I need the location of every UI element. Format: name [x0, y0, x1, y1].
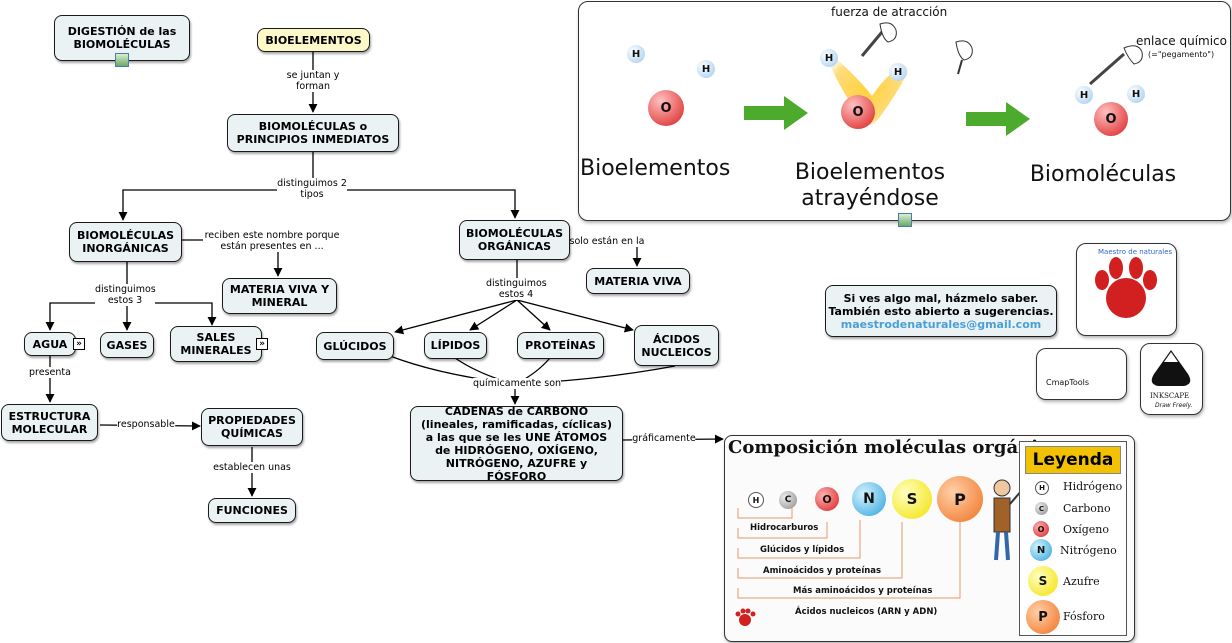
node-materia-viva[interactable]: MATERIA VIVA	[586, 268, 690, 294]
node-glucidos[interactable]: GLÚCIDOS	[316, 332, 394, 360]
link-label-establecen: establecen unas	[213, 462, 291, 473]
hydrogen-atom-icon: H	[1075, 86, 1093, 104]
green-arrow-icon	[966, 102, 1030, 136]
node-estructura[interactable]: ESTRUCTURA MOLECULAR	[1, 404, 98, 441]
node-gases[interactable]: GASES	[100, 332, 154, 358]
bracket-label: Ácidos nucleicos (ARN y ADN)	[795, 607, 938, 617]
legend-label-fosforo: Fósforo	[1063, 610, 1105, 623]
image-attachment-icon[interactable]	[898, 213, 912, 227]
link-label-graficamente: gráficamente	[632, 433, 696, 444]
bracket-label: Más aminoácidos y proteínas	[793, 586, 933, 596]
node-funciones[interactable]: FUNCIONES	[208, 498, 296, 523]
legend-label-hidrogeno: Hidrógeno	[1063, 480, 1123, 493]
hydrogen-atom-icon: H	[889, 63, 907, 81]
node-organicas[interactable]: BIOMOLÉCULAS ORGÁNICAS	[459, 220, 570, 260]
node-lipidos[interactable]: LÍPIDOS	[424, 332, 487, 359]
caption-biomoleculas: Biomoléculas	[1029, 162, 1177, 187]
pegamento-label: (="pegamento")	[1148, 50, 1215, 59]
expand-agua-icon[interactable]: »	[73, 338, 85, 350]
bracket-label: Hidrocarburos	[750, 523, 819, 533]
link-label-reciben: reciben este nombre porque están present…	[203, 230, 341, 252]
image-attachment-icon[interactable]	[115, 53, 129, 67]
enlace-label: enlace químico	[1136, 34, 1227, 48]
paw-print-icon	[1095, 257, 1157, 318]
legend-label-nitrogeno: Nitrógeno	[1060, 544, 1117, 557]
node-cadenas[interactable]: CADENAS de CARBONO (lineales, ramificada…	[410, 405, 623, 483]
bracket-label: Aminoácidos y proteínas	[763, 566, 882, 576]
node-bioelementos[interactable]: BIOELEMENTOS	[257, 28, 370, 52]
legend-label-carbono: Carbono	[1063, 502, 1111, 515]
hydrogen-atom-icon: H	[820, 49, 838, 67]
oxygen-atom-icon: O	[1033, 521, 1049, 537]
paw-print-icon	[735, 608, 756, 626]
phosphorus-atom-icon: P	[937, 476, 983, 522]
hydrogen-atom-icon: H	[697, 60, 715, 78]
caption-bioelementos: Bioelementos	[580, 156, 731, 181]
node-digestion[interactable]: DIGESTIÓN de las BIOMOLÉCULAS	[54, 15, 190, 61]
legend-label-oxigeno: Oxígeno	[1063, 523, 1109, 536]
professor-character-icon	[993, 479, 1023, 561]
cmaptools-logo-text: CmapTools	[1046, 378, 1090, 387]
node-proteinas[interactable]: PROTEÍNAS	[517, 332, 604, 359]
hydrogen-atom-icon: H	[627, 45, 645, 63]
hydrogen-atom-icon: H	[1127, 85, 1145, 103]
link-label-distinguimos-3: distinguimos estos 3	[95, 284, 156, 306]
oxygen-atom-icon: O	[648, 90, 684, 126]
nitrogen-atom-icon: N	[852, 482, 886, 516]
legend-title: Leyenda	[1025, 446, 1121, 474]
sulfur-atom-icon: S	[892, 479, 932, 519]
node-acidos[interactable]: ÁCIDOS NUCLEICOS	[634, 325, 719, 366]
carbon-atom-icon: C	[1035, 502, 1048, 515]
oxygen-atom-icon: O	[841, 95, 875, 129]
oxygen-atom-icon: O	[1094, 102, 1128, 136]
inkscape-icon	[1151, 350, 1191, 386]
node-propiedades[interactable]: PROPIEDADES QUÍMICAS	[201, 408, 303, 446]
link-label-distinguimos-2: distinguimos 2 tipos	[277, 178, 347, 200]
green-arrow-icon	[744, 96, 808, 130]
carbon-atom-icon: C	[779, 491, 797, 509]
inkscape-tagline: Draw Freely.	[1155, 402, 1193, 409]
suggestion-line-1: Si ves algo mal, házmelo saber.	[843, 291, 1039, 305]
link-label-responsable: responsable	[117, 419, 175, 430]
hand-pointer-icon	[1089, 45, 1143, 86]
phosphorus-atom-icon: P	[1026, 600, 1060, 634]
composicion-title: Composición moléculas orgánicas	[728, 437, 1071, 458]
node-sales[interactable]: SALES MINERALES	[170, 326, 262, 362]
oxygen-atom-icon: O	[815, 487, 839, 511]
node-agua[interactable]: AGUA	[24, 332, 76, 356]
node-inorganicas[interactable]: BIOMOLÉCULAS INORGÁNICAS	[69, 222, 182, 262]
cmaptools-logo[interactable]	[1036, 348, 1127, 400]
suggestion-box: Si ves algo mal, házmelo saber. También …	[825, 285, 1057, 337]
hydrogen-atom-icon: H	[748, 492, 764, 508]
link-label-presenta: presenta	[29, 367, 71, 378]
link-label-se-juntan: se juntan y forman	[283, 70, 343, 92]
link-label-quimicamente: químicamente son	[472, 378, 562, 389]
sulfur-atom-icon: S	[1028, 566, 1058, 596]
expand-sales-icon[interactable]: »	[256, 338, 268, 350]
caption-bioelementos-atrayendose: Bioelementos atrayéndose	[794, 160, 946, 211]
legend-label-azufre: Azufre	[1063, 575, 1100, 588]
nitrogen-atom-icon: N	[1030, 539, 1052, 561]
hand-pointer-icon	[860, 22, 897, 57]
inkscape-logo-text: INKSCAPE	[1150, 392, 1190, 400]
suggestion-email-link[interactable]: maestrodenaturales@gmail.com	[840, 317, 1042, 331]
suggestion-line-2: También esto abierto a sugerencias.	[828, 304, 1054, 318]
hand-pointer-icon	[955, 40, 973, 75]
link-label-solo-estan: solo están en la	[569, 236, 645, 247]
fuerza-label: fuerza de atracción	[831, 5, 948, 19]
hydrogen-atom-icon: H	[1035, 481, 1049, 495]
node-materia-viva-mineral[interactable]: MATERIA VIVA Y MINERAL	[222, 278, 337, 314]
maestro-logo-text: Maestro de naturales	[1098, 248, 1173, 256]
composition-brackets	[737, 508, 961, 599]
link-label-distinguimos-4: distinguimos estos 4	[486, 278, 547, 300]
bracket-label: Glúcidos y lípidos	[760, 545, 845, 555]
node-biomoleculas[interactable]: BIOMOLÉCULAS o PRINCIPIOS INMEDIATOS	[227, 114, 399, 152]
